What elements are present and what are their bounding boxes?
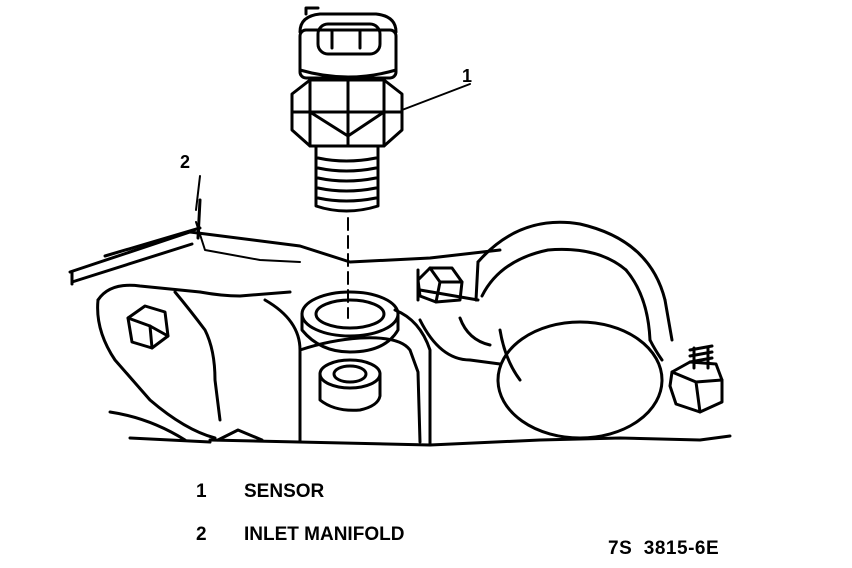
legend-label: SENSOR xyxy=(244,481,325,502)
legend-number: 1 xyxy=(196,481,207,502)
sensor-drawing xyxy=(290,6,404,319)
leader-lines xyxy=(195,83,471,263)
callout-number-2: 2 xyxy=(180,152,191,172)
leader-line-manifold-upper xyxy=(195,175,201,211)
inlet-manifold-drawing xyxy=(68,198,732,447)
manifold-bolts xyxy=(126,266,724,414)
legend-item-inlet-manifold: 2 INLET MANIFOLD xyxy=(196,524,404,546)
figure-reference: 7S 3815-6E xyxy=(608,538,720,559)
legend-number: 2 xyxy=(196,524,207,545)
legend-label: INLET MANIFOLD xyxy=(244,524,405,545)
legend-item-sensor: 1 SENSOR xyxy=(196,481,324,503)
callout-number-1: 1 xyxy=(462,66,473,86)
leader-line-sensor xyxy=(401,83,471,111)
leader-line-manifold xyxy=(195,221,301,263)
thermostat-housing xyxy=(418,220,674,440)
